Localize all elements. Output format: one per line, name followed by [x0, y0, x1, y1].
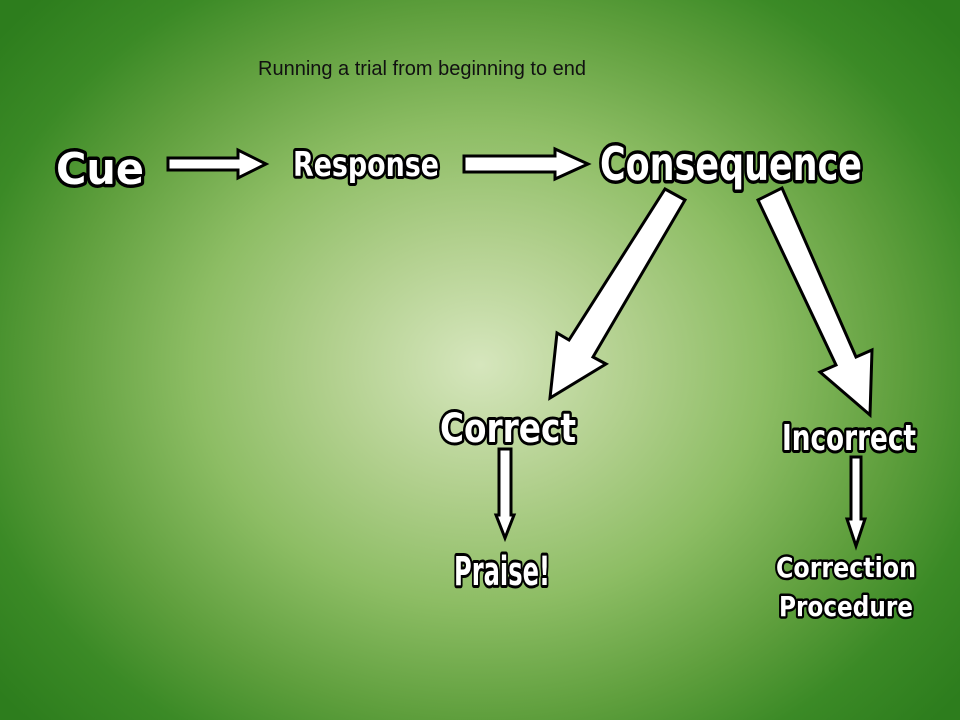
node-correction-line2: Procedure — [779, 590, 913, 623]
arrow-cue-to-response — [166, 147, 270, 181]
node-response: Response — [293, 145, 439, 185]
slide-subtitle: Running a trial from beginning to end — [258, 58, 586, 80]
arrow-response-to-consequence — [462, 146, 592, 182]
arrow-consequence-to-correct — [548, 187, 688, 401]
node-praise: Praise! — [454, 549, 550, 595]
arrow-correct-to-praise — [493, 447, 517, 543]
node-correct: Correct — [440, 406, 576, 452]
node-consequence: Consequence — [600, 137, 862, 191]
arrow-consequence-to-incorrect — [756, 185, 874, 419]
arrow-incorrect-to-correction — [844, 455, 868, 551]
node-incorrect: Incorrect — [782, 418, 916, 459]
node-cue: Cue — [56, 144, 144, 195]
node-correction-line1: Correction — [776, 551, 916, 584]
